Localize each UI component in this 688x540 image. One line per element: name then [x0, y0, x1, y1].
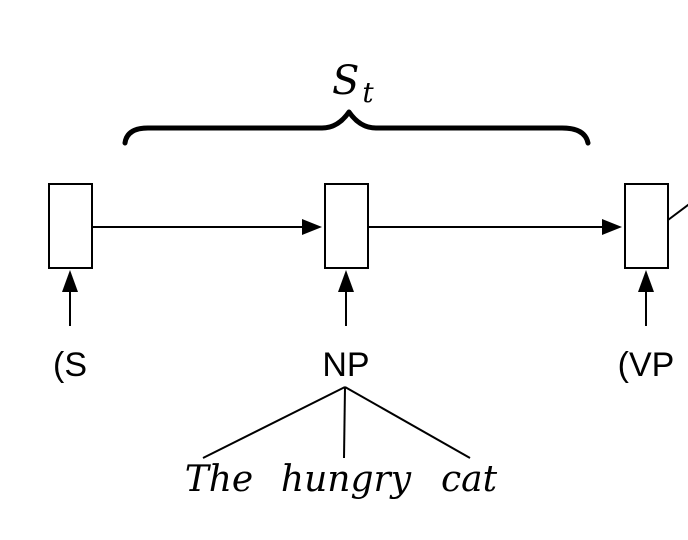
lstm-cell-3	[624, 183, 669, 269]
word-cat: cat	[441, 459, 498, 500]
tree-edge-the	[202, 386, 346, 459]
node-label-s: (S	[53, 346, 87, 384]
tree-edge-hungry	[343, 386, 346, 459]
input-arrow-3	[638, 270, 654, 326]
lstm-cell-2	[324, 183, 369, 269]
brace-label-subscript: t	[362, 76, 374, 109]
outgoing-edge	[667, 203, 688, 221]
horizontal-arrow-2	[368, 219, 622, 235]
node-label-vp: (VP	[618, 346, 675, 384]
word-the: The	[185, 459, 254, 500]
input-arrow-2	[338, 270, 354, 326]
node-label-np: NP	[322, 346, 369, 384]
brace-label-main: S	[332, 58, 359, 104]
tree-edge-cat	[344, 386, 471, 459]
lstm-cell-1	[48, 183, 93, 269]
word-hungry: hungry	[281, 459, 412, 500]
curly-brace	[122, 109, 591, 146]
input-arrow-1	[62, 270, 78, 326]
horizontal-arrow-1	[92, 219, 322, 235]
